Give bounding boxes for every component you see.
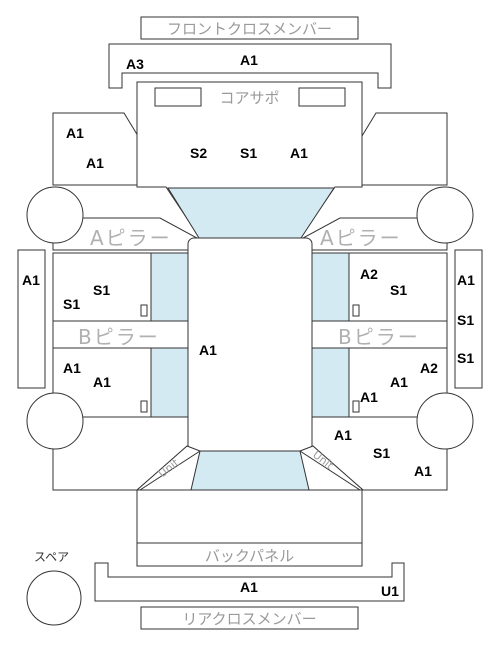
rear-left-door-code-bottom: A1 bbox=[93, 374, 111, 390]
front-bumper-code-a1: A1 bbox=[240, 52, 258, 68]
rear-right-quarter-code-a1-top: A1 bbox=[334, 427, 352, 443]
front-left-fender-code-bottom: A1 bbox=[86, 155, 104, 171]
a-pillar-left: Aピラー bbox=[52, 217, 198, 251]
spare-tire-label: スペア bbox=[34, 550, 69, 564]
front-right-fender bbox=[361, 112, 448, 186]
front-bumper: A3 A1 bbox=[108, 43, 392, 89]
b-pillar-left-label: Bピラー bbox=[78, 325, 160, 349]
a-pillar-right-label: Aピラー bbox=[320, 226, 402, 250]
rear-right-door-code-a2: A2 bbox=[420, 360, 438, 376]
rear-right-door-code-a1-top: A1 bbox=[390, 374, 408, 390]
rear-bumper-code-a1: A1 bbox=[240, 579, 258, 595]
front-cross-member: フロントクロスメンバー bbox=[140, 16, 359, 40]
wheel-rear-left bbox=[26, 392, 84, 450]
front-left-fender: A1 A1 bbox=[52, 112, 139, 186]
rear-right-quarter: A1 S1 A1 bbox=[311, 416, 448, 491]
back-panel-label: バックパネル bbox=[205, 547, 294, 565]
rocker-right-code-a1: A1 bbox=[457, 272, 475, 288]
roof-code: A1 bbox=[199, 342, 217, 358]
hood-code-s1: S1 bbox=[240, 145, 257, 161]
trunk bbox=[136, 489, 363, 544]
windshield bbox=[167, 187, 335, 239]
rear-cross-member: リアクロスメンバー bbox=[140, 606, 359, 630]
rocker-right-code-s1-top: S1 bbox=[457, 312, 474, 328]
front-right-door-code-s1: S1 bbox=[390, 282, 407, 298]
rocker-right: A1 S1 S1 bbox=[454, 249, 483, 389]
front-bumper-code-a3: A3 bbox=[126, 56, 144, 72]
back-panel: バックパネル bbox=[136, 542, 363, 567]
b-pillar-right: Bピラー bbox=[309, 320, 448, 349]
rear-glass bbox=[190, 450, 310, 491]
core-support-label: コアサポ bbox=[219, 89, 279, 107]
rear-bumper-code-u1: U1 bbox=[381, 583, 399, 599]
wheel-front-left bbox=[26, 186, 84, 244]
front-left-door: S1 S1 bbox=[52, 252, 152, 322]
rear-left-door-code-top: A1 bbox=[63, 360, 81, 376]
rear-right-door-code-a1-bottom: A1 bbox=[360, 389, 378, 405]
front-cross-member-label: フロントクロスメンバー bbox=[167, 20, 332, 38]
window-rear-left bbox=[150, 347, 189, 418]
rear-cross-member-label: リアクロスメンバー bbox=[182, 610, 316, 628]
rear-left-door-handle bbox=[140, 400, 148, 413]
front-right-door-handle bbox=[352, 304, 360, 317]
rear-right-quarter-code-s1: S1 bbox=[373, 445, 390, 461]
rear-right-quarter-code-a1-bottom: A1 bbox=[414, 463, 432, 479]
rocker-left-code: A1 bbox=[22, 272, 40, 288]
front-right-door-code-a2: A2 bbox=[360, 266, 378, 282]
headlight-left bbox=[154, 87, 202, 107]
hood-code-s2: S2 bbox=[190, 145, 207, 161]
front-left-door-code-bottom: S1 bbox=[63, 296, 80, 312]
roof: A1 bbox=[187, 237, 313, 452]
window-front-left bbox=[150, 252, 189, 322]
b-pillar-left: Bピラー bbox=[52, 320, 191, 349]
front-left-fender-code-top: A1 bbox=[66, 125, 84, 141]
spare-tire-circle bbox=[26, 570, 82, 626]
rocker-right-code-s1-bottom: S1 bbox=[457, 350, 474, 366]
spare-tire: スペア bbox=[26, 550, 82, 626]
window-front-right bbox=[311, 252, 350, 322]
b-pillar-right-label: Bピラー bbox=[338, 325, 420, 349]
window-rear-right bbox=[311, 347, 350, 418]
hood-code-a1: A1 bbox=[290, 145, 308, 161]
front-left-door-code-top: S1 bbox=[93, 282, 110, 298]
headlight-right bbox=[298, 87, 346, 107]
rocker-left: A1 bbox=[17, 249, 46, 389]
rear-right-door-handle bbox=[352, 400, 360, 413]
a-pillar-left-label: Aピラー bbox=[90, 226, 172, 250]
wheel-front-right bbox=[416, 186, 474, 244]
rear-bumper: A1 U1 bbox=[94, 562, 405, 602]
front-right-door: A2 S1 bbox=[348, 252, 448, 322]
front-left-door-handle bbox=[140, 304, 148, 317]
wheel-rear-right bbox=[416, 392, 474, 450]
